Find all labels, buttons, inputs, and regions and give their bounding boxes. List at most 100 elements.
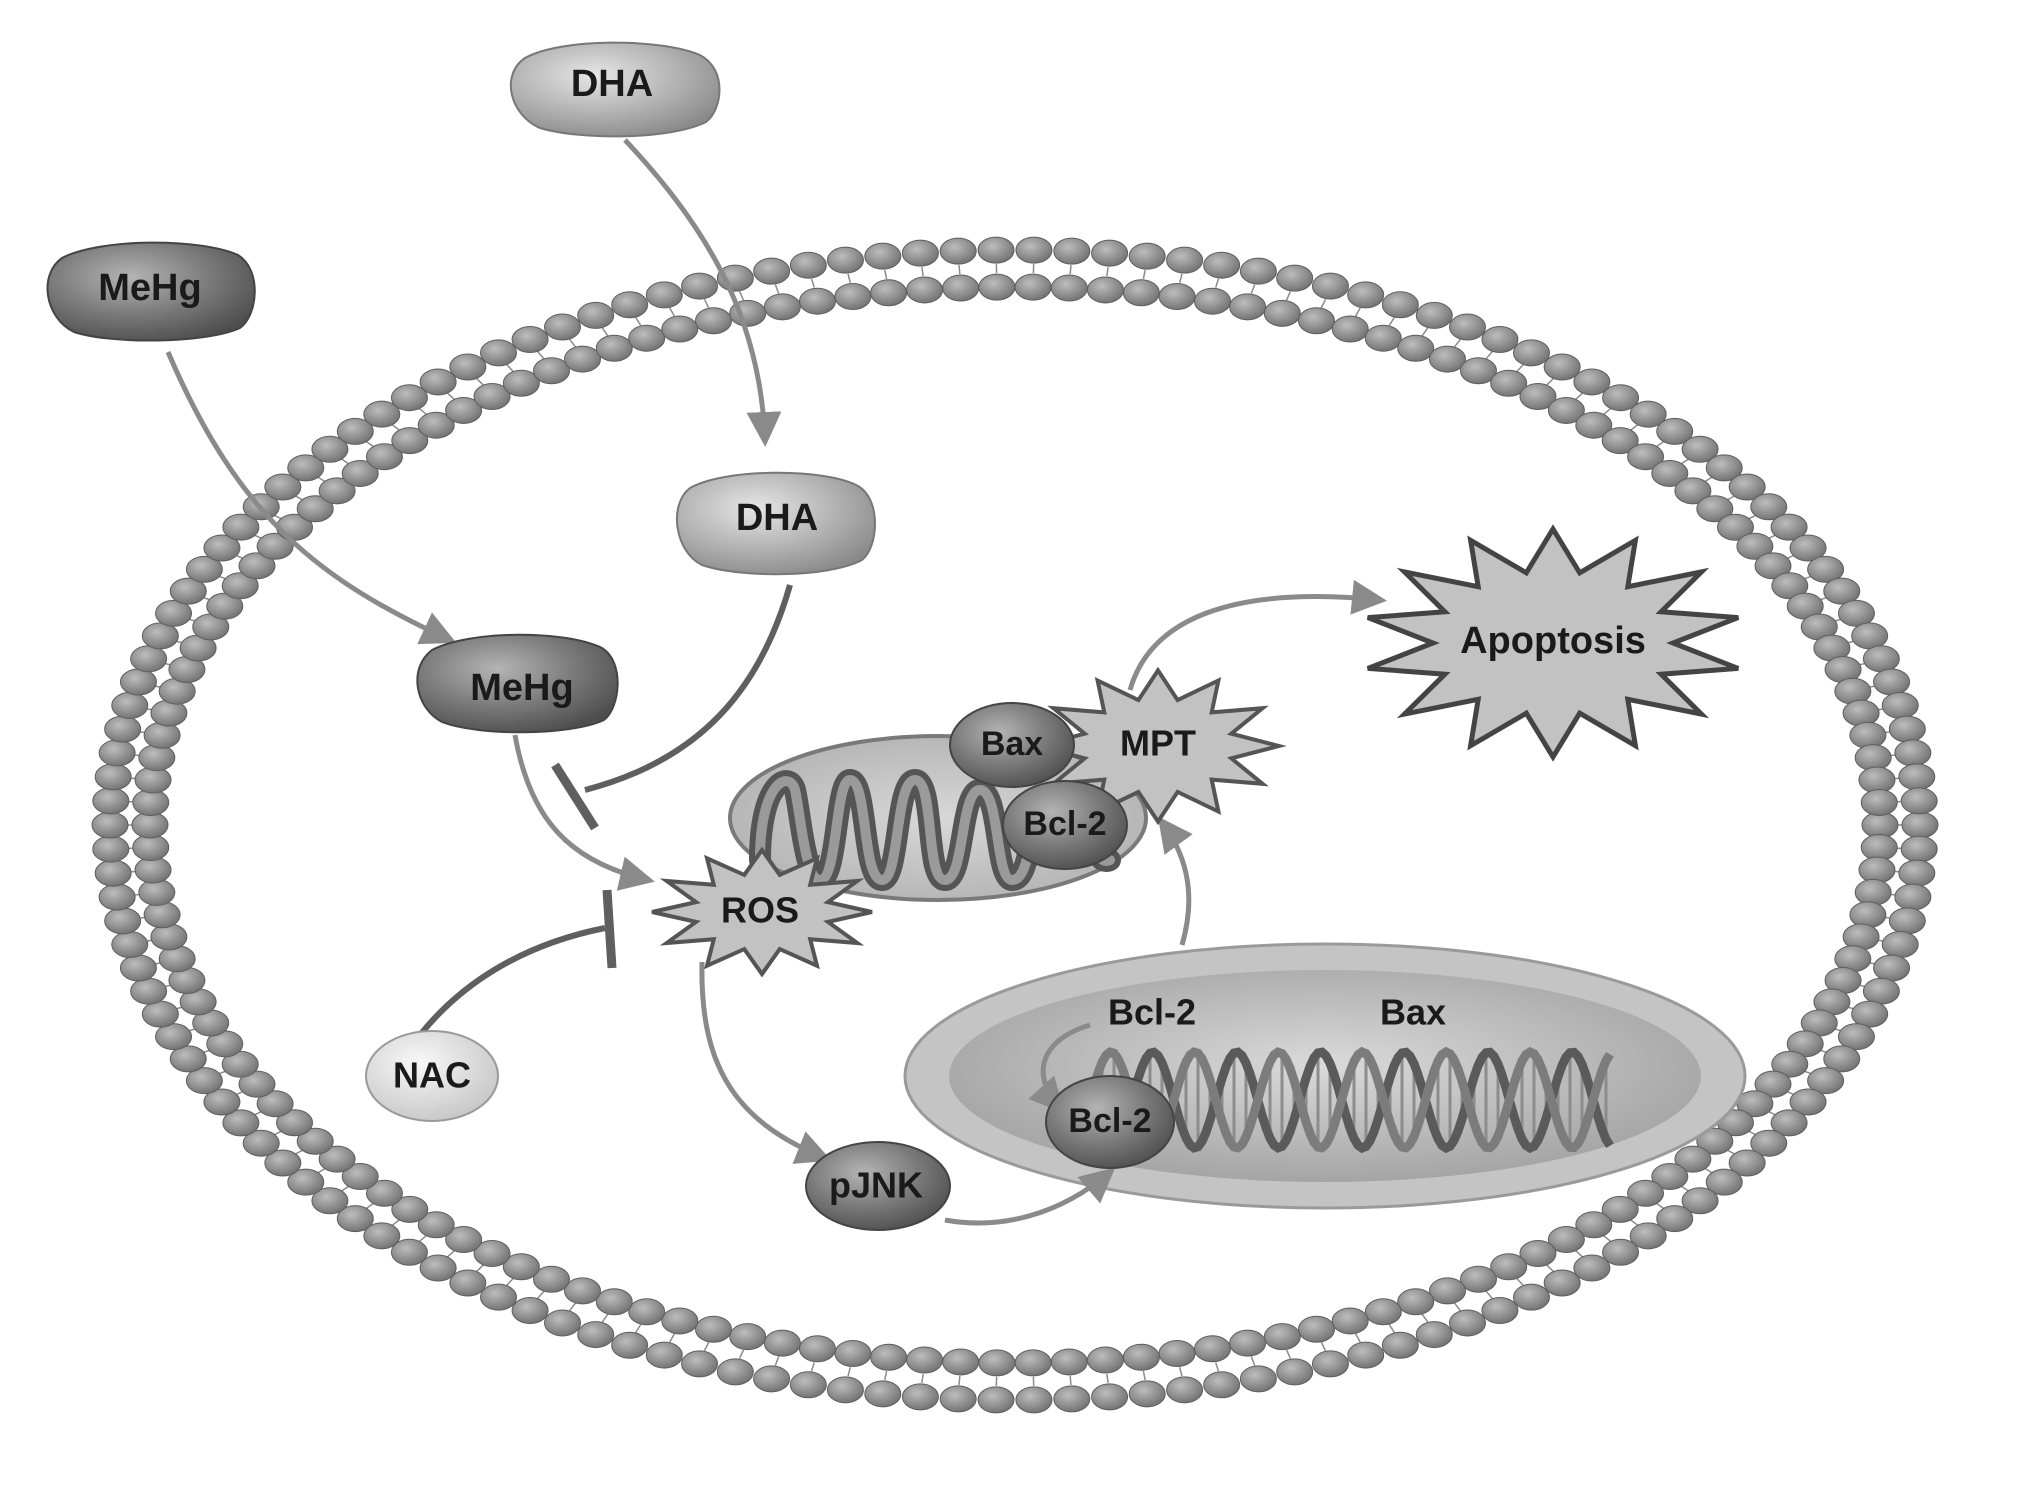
lipid-tail xyxy=(958,1375,961,1385)
lipid-head xyxy=(544,313,581,341)
pjnk-node: pJNK xyxy=(805,1141,951,1231)
lipid-tail xyxy=(505,1277,514,1287)
lipid-head xyxy=(92,787,130,815)
lipid-head xyxy=(1573,368,1611,396)
lipid-head xyxy=(419,368,457,396)
lipid-head xyxy=(1862,645,1900,673)
lipid-head xyxy=(473,382,511,410)
lipid-tail xyxy=(958,265,961,275)
lipid-head xyxy=(141,1000,179,1028)
lipid-head xyxy=(1263,1323,1301,1351)
lipid-head xyxy=(1449,313,1486,341)
lipid-head xyxy=(533,1265,571,1293)
apoptosis-label: Apoptosis xyxy=(1460,620,1646,662)
lipid-tail xyxy=(1178,273,1183,283)
mpt-node: MPT xyxy=(1029,666,1287,826)
lipid-head xyxy=(1807,555,1845,583)
lipid-tail xyxy=(365,440,375,448)
ros-node: ROS xyxy=(651,846,873,978)
lipid-tail xyxy=(1250,284,1256,294)
edge-mehg-to-mehg xyxy=(165,351,457,645)
lipid-head xyxy=(1837,599,1875,627)
lipid-tail xyxy=(847,273,852,283)
ros-label: ROS xyxy=(721,890,799,931)
nucleus xyxy=(903,942,1747,1210)
lipid-head xyxy=(1053,237,1091,265)
lipid-head xyxy=(694,1315,732,1343)
lipid-head xyxy=(789,1371,827,1399)
lipid-head xyxy=(276,1109,314,1137)
lipid-tail xyxy=(1142,269,1146,280)
lipid-head xyxy=(341,1163,379,1191)
lipid-head xyxy=(1601,427,1639,455)
lipid-head xyxy=(716,1358,754,1386)
lipid-head xyxy=(595,334,633,362)
lipid-tail xyxy=(1655,440,1665,448)
lipid-head xyxy=(104,715,142,743)
lipid-head xyxy=(1750,493,1788,521)
lipid-tail xyxy=(669,307,676,317)
lipid-head xyxy=(595,1288,633,1316)
lipid-head xyxy=(544,1309,581,1337)
lipid-tail xyxy=(1069,1375,1072,1385)
lipid-head xyxy=(901,1383,939,1411)
lipid-head xyxy=(1681,435,1719,463)
lipid-head xyxy=(533,357,571,385)
lipid-tail xyxy=(1545,377,1555,386)
lipid-head xyxy=(977,236,1015,264)
lipid-head xyxy=(1575,1211,1613,1239)
lipid-head xyxy=(1858,856,1896,884)
lipid-tail xyxy=(1178,1367,1183,1377)
lipid-head xyxy=(185,555,223,583)
lipid-tail xyxy=(847,1367,852,1377)
lipid-head xyxy=(1122,279,1160,307)
lipid-head xyxy=(1415,1321,1453,1349)
lipid-head xyxy=(826,246,864,274)
lipid-head xyxy=(449,1269,487,1297)
lipid-tail xyxy=(1354,307,1361,317)
lipid-head xyxy=(1158,283,1196,311)
lipid-head xyxy=(577,301,615,329)
lipid-head xyxy=(98,883,136,911)
lipid-head xyxy=(1696,1127,1734,1155)
lipid-head xyxy=(1298,307,1336,335)
lipid-tail xyxy=(1388,1324,1396,1334)
lipid-tail xyxy=(568,338,577,348)
lipid-head xyxy=(1881,691,1919,719)
lipid-tail xyxy=(1285,1349,1292,1359)
lipid-tail xyxy=(1106,1373,1109,1384)
lipid-head xyxy=(417,1211,455,1239)
lipid-head xyxy=(681,1350,719,1378)
lipid-head xyxy=(1629,400,1667,428)
lipid-head xyxy=(1449,1309,1486,1337)
lipid-head xyxy=(242,1129,280,1157)
lipid-head xyxy=(143,721,181,749)
dna-helix-icon xyxy=(1085,1046,1614,1154)
edge-dha-to-dha xyxy=(623,138,782,447)
lipid-tail xyxy=(1485,1290,1493,1300)
lipid-head xyxy=(311,1187,349,1215)
lipid-tail xyxy=(703,298,710,308)
lipid-head xyxy=(1900,835,1938,863)
lipid-head xyxy=(1602,1238,1640,1266)
lipid-tail xyxy=(1215,1362,1220,1372)
lipid-head xyxy=(363,1222,401,1250)
lipid-head xyxy=(753,1365,791,1393)
lipid-head xyxy=(1512,1283,1550,1311)
lipid-head xyxy=(1627,443,1665,471)
lipid-head xyxy=(1862,977,1900,1005)
edge-pjnk-to-bcl2 xyxy=(944,1167,1116,1226)
lipid-tail xyxy=(1629,423,1639,432)
lipid-head xyxy=(1122,1343,1160,1371)
inhibit-bar-nac xyxy=(602,889,617,969)
lipid-head xyxy=(1705,1168,1743,1196)
lipid-head xyxy=(694,307,732,335)
lipid-tail xyxy=(446,1249,456,1258)
lipid-tail xyxy=(1574,392,1584,401)
edge-dha-inhibits xyxy=(584,584,793,793)
edge-mehg-to-ros xyxy=(512,734,655,891)
lipid-head xyxy=(256,532,294,560)
lipid-head xyxy=(1842,699,1880,727)
lipid-head xyxy=(1900,787,1938,815)
